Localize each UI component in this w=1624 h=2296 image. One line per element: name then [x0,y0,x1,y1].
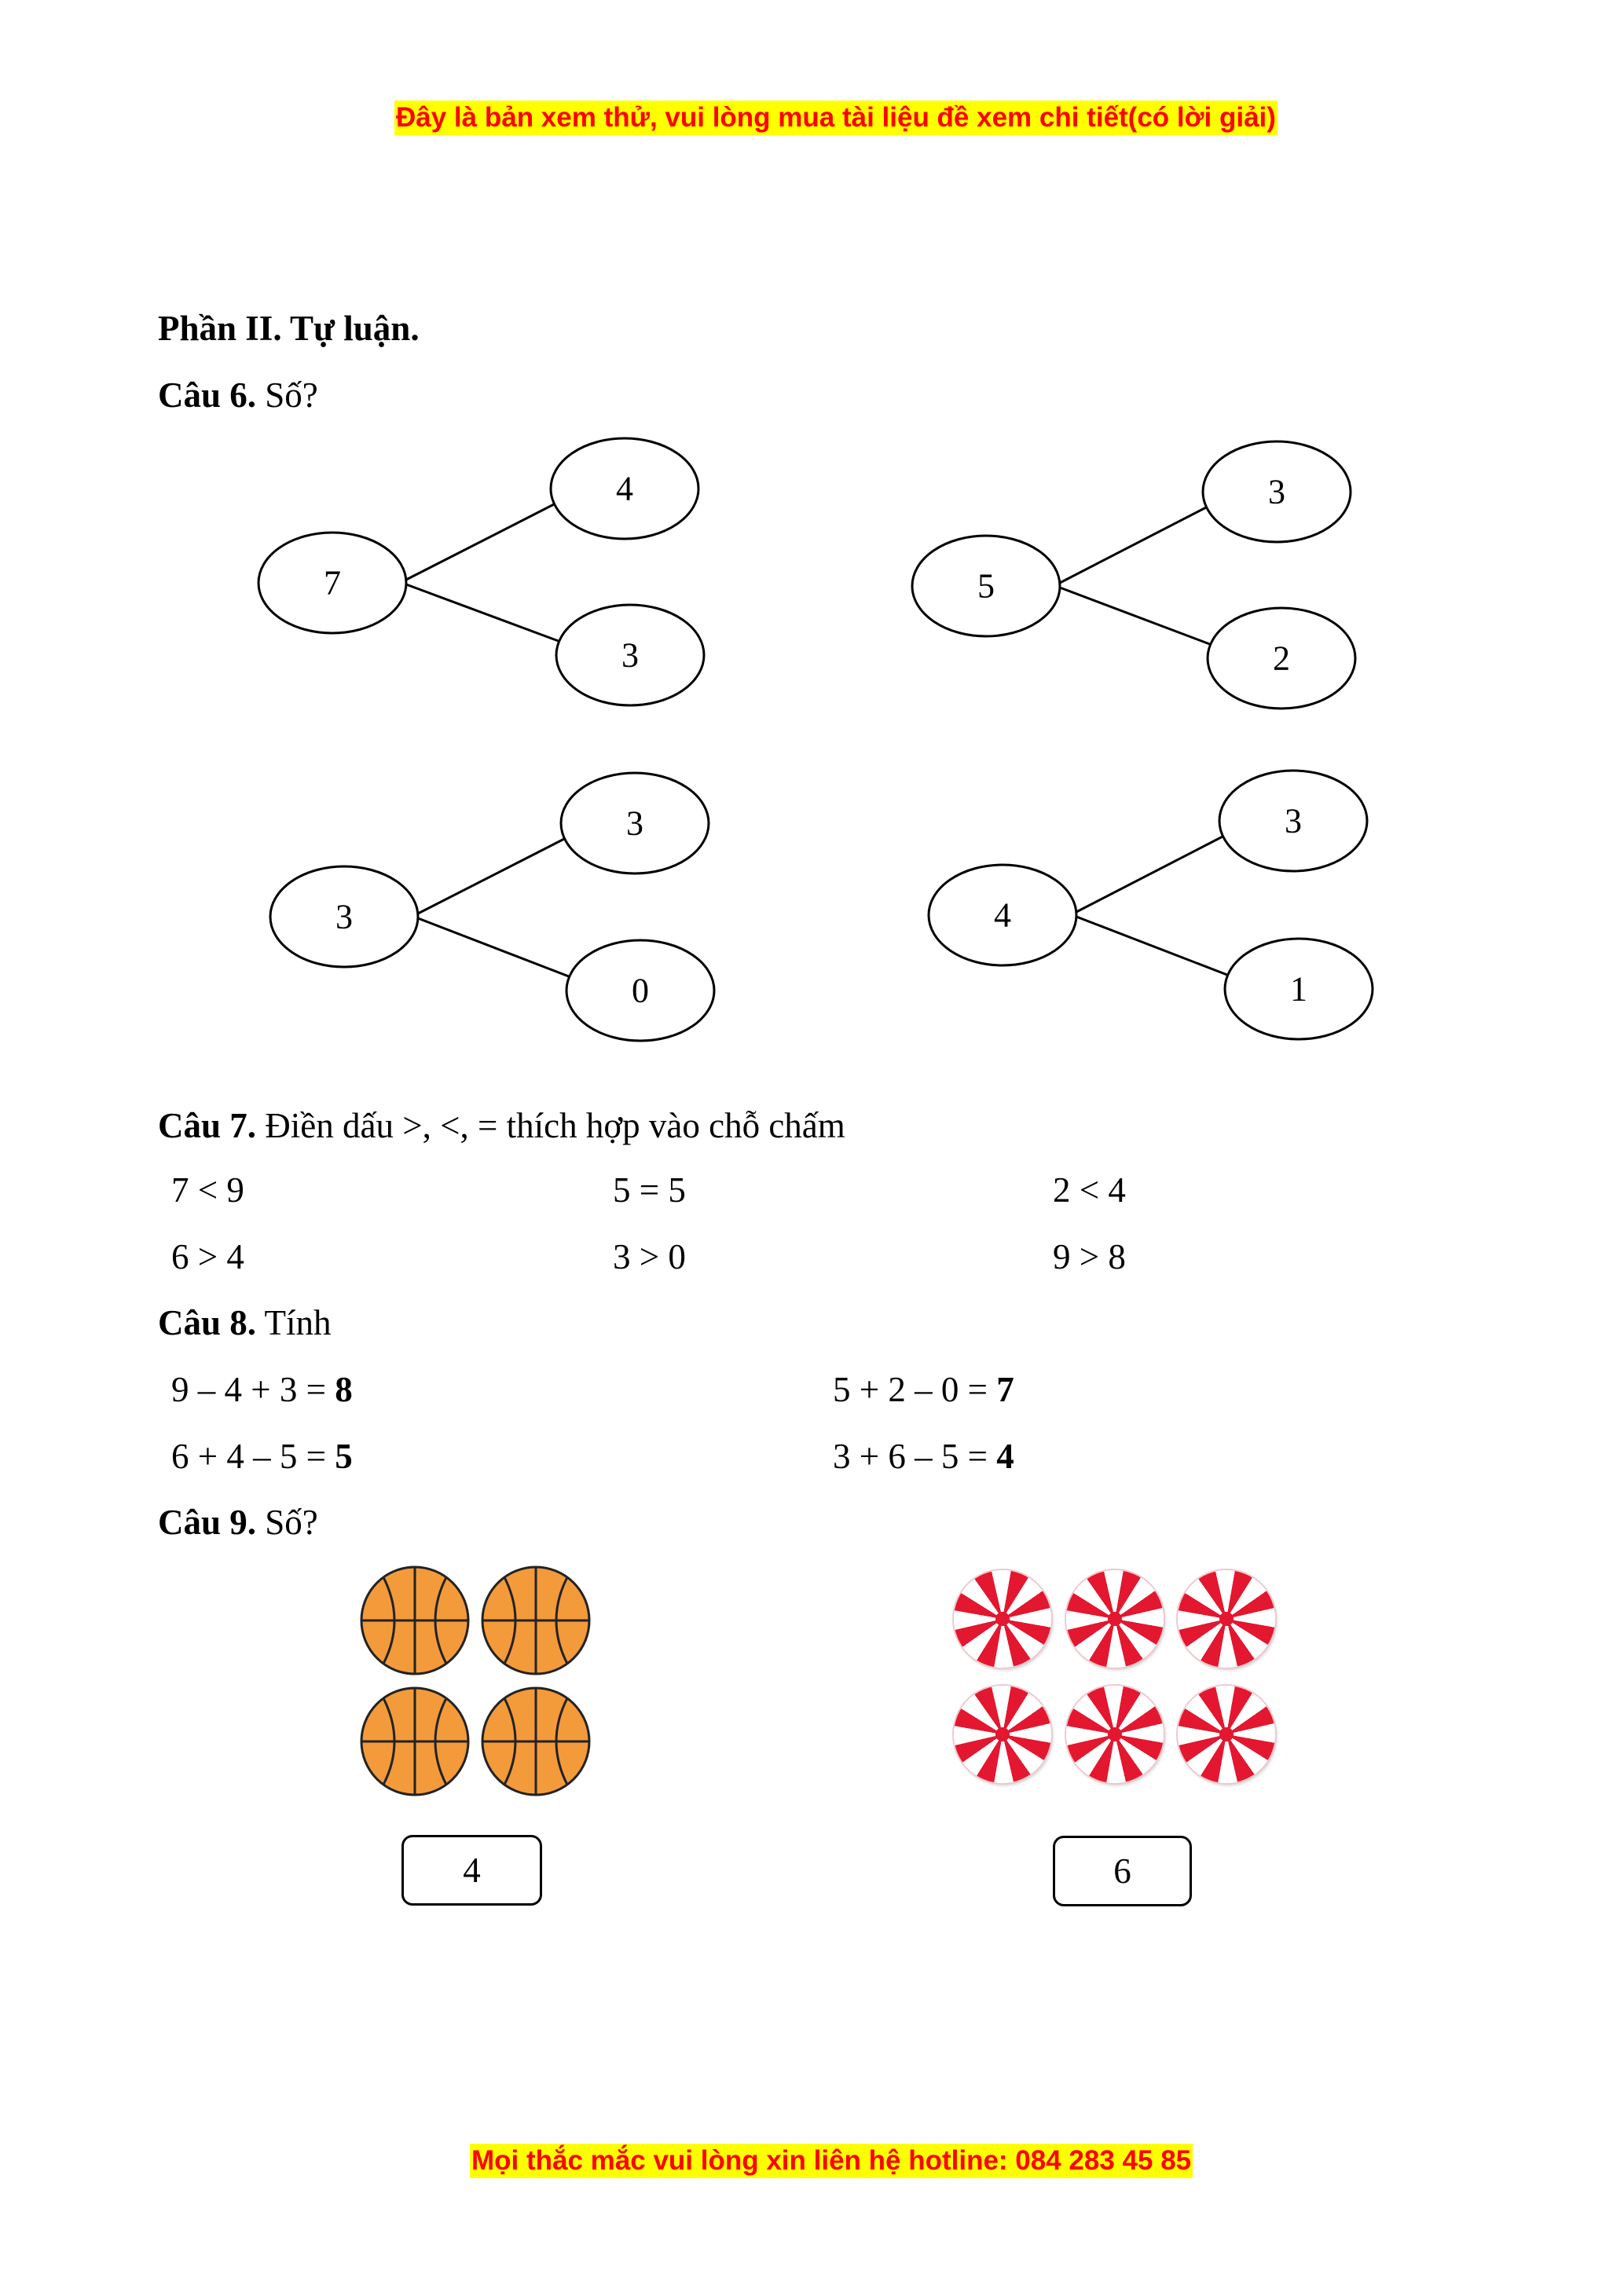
hotline-notice-banner: Mọi thắc mắc vui lòng xin liên hệ hotlin… [470,2144,1193,2178]
comparison-item: 9 > 8 [1053,1237,1126,1276]
section-title: Phần II. Tự luận. [158,309,420,348]
basketball-icon [360,1565,470,1675]
calc-answer: 5 [335,1437,353,1476]
bond-node-bottom [565,939,716,1042]
bond-node-value: 4 [994,896,1011,935]
bond-line [1076,833,1226,914]
bond-node-top [559,771,710,875]
bond-node-top [1201,440,1352,544]
calc-item: 6 + 4 – 5 = 5 [171,1436,353,1477]
candy-icon [1178,1686,1275,1783]
calc-expression: 6 + 4 – 5 = [171,1437,335,1476]
bond-node-bottom [1223,937,1374,1041]
question-label: Câu 8. [158,1303,257,1342]
bond-node-top [1218,769,1369,873]
bond-line [417,917,574,980]
bond-line [1059,586,1215,647]
bond-node-root [257,531,408,635]
question-8-heading: Câu 8. Tính [158,1302,331,1343]
bond-line [405,583,563,644]
preview-notice-banner: Đây là bản xem thử, vui lòng mua tài liệ… [394,101,1278,135]
calc-expression: 3 + 6 – 5 = [833,1437,997,1476]
comparison-item: 5 = 5 [613,1170,686,1210]
question-label: Câu 9. [158,1503,257,1542]
calc-item: 3 + 6 – 5 = 4 [833,1436,1014,1477]
bond-node-value: 5 [977,567,995,606]
basketball-icon [481,1565,591,1675]
basketball-icon [481,1686,591,1796]
bond-node-value: 3 [1268,473,1285,511]
bond-node-value: 2 [1273,639,1290,678]
comparison-item: 2 < 4 [1053,1170,1126,1210]
bond-line [1076,915,1232,978]
candy-icon [954,1686,1051,1783]
comparison-item: 3 > 0 [613,1237,686,1276]
calc-answer: 8 [335,1370,353,1409]
bond-node-bottom [1206,606,1357,710]
answer-box-candies: 6 [1053,1836,1192,1906]
bond-node-root [927,863,1078,967]
question-7-heading: Câu 7. Điền dấu >, <, = thích hợp vào ch… [158,1105,845,1146]
question-prompt: Số? [265,1503,318,1542]
bond-node-root [911,534,1061,638]
question-label: Câu 6. [158,375,257,415]
candy-icon [1066,1686,1164,1783]
bond-node-value: 3 [621,636,639,675]
bond-node-bottom [555,603,706,707]
candy-icon [954,1570,1051,1668]
bond-line [405,501,558,581]
calc-item: 5 + 2 – 0 = 7 [833,1369,1014,1410]
bond-line [1059,504,1210,584]
bond-line [417,836,568,915]
question-label: Câu 7. [158,1106,257,1145]
bond-node-value: 3 [335,898,353,936]
calc-expression: 9 – 4 + 3 = [171,1370,335,1409]
bond-node-root [269,865,420,969]
candy-icon [1178,1570,1275,1668]
bond-node-top [549,437,700,540]
question-6-heading: Câu 6. Số? [158,375,318,416]
question-prompt: Điền dấu >, <, = thích hợp vào chỗ chấm [265,1106,845,1145]
answer-box-basketballs: 4 [401,1835,542,1906]
bond-node-value: 3 [626,804,643,843]
question-9-heading: Câu 9. Số? [158,1502,318,1543]
question-prompt: Số? [265,375,318,415]
calc-answer: 7 [996,1370,1014,1409]
calc-expression: 5 + 2 – 0 = [833,1370,997,1409]
bond-node-value: 3 [1285,802,1302,840]
bond-node-value: 0 [632,972,649,1010]
bond-node-value: 4 [616,470,633,508]
candy-icon [1066,1570,1164,1668]
comparison-item: 7 < 9 [171,1170,244,1210]
calc-item: 9 – 4 + 3 = 8 [171,1369,353,1410]
bond-node-value: 7 [324,564,341,602]
comparison-item: 6 > 4 [171,1237,244,1276]
calc-answer: 4 [996,1437,1014,1476]
bond-node-value: 1 [1290,970,1307,1009]
question-prompt: Tính [264,1303,332,1342]
basketball-icon [360,1686,470,1796]
